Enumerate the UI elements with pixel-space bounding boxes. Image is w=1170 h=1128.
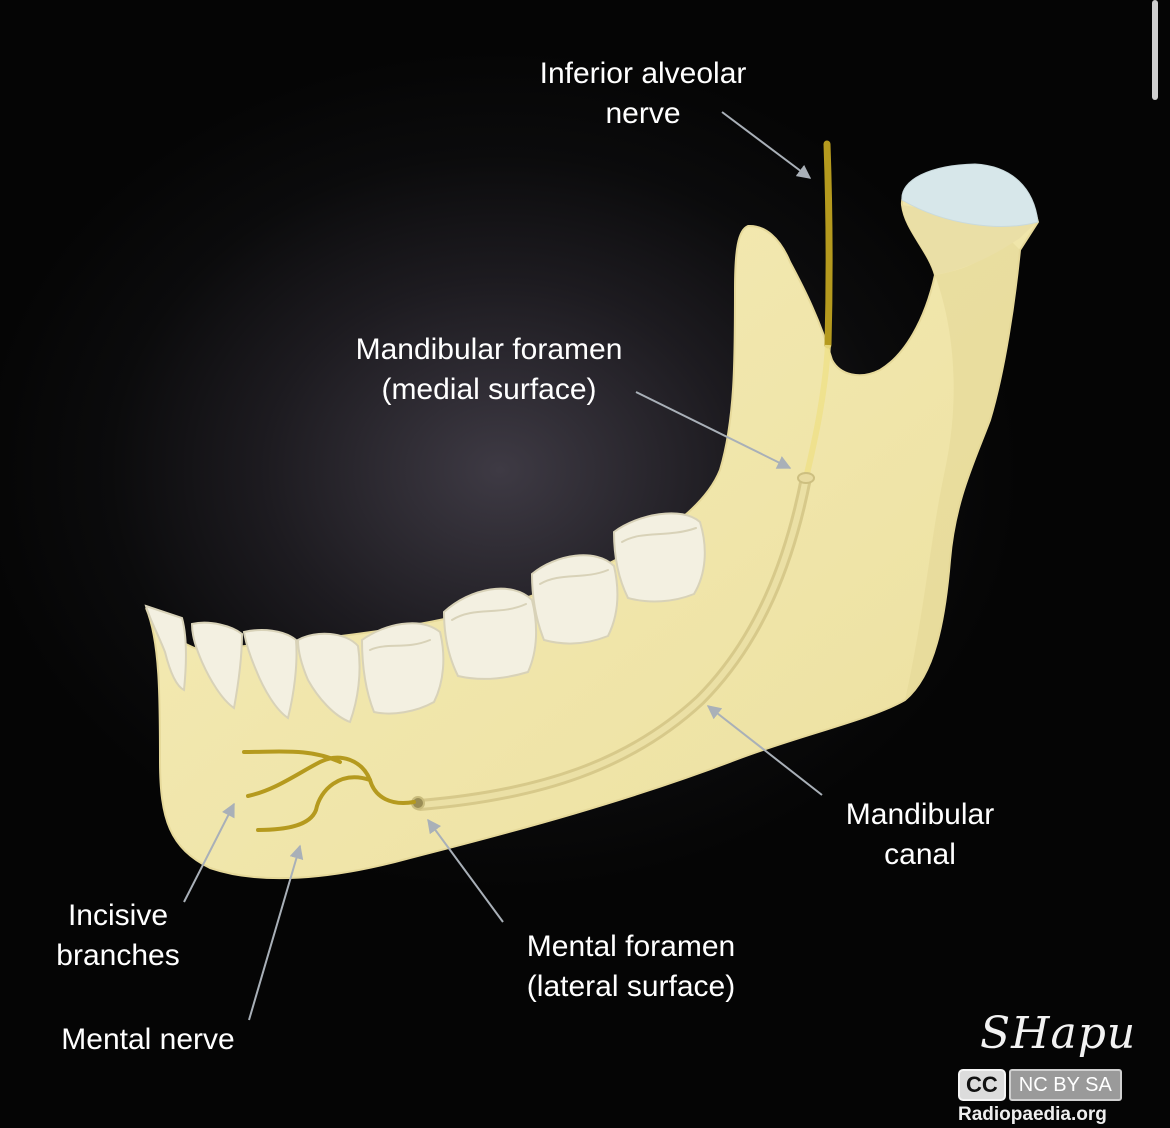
- mental-nerve-branches: [242, 749, 416, 832]
- pointer-incisive-branches: [183, 802, 235, 903]
- tooth-molar-1: [442, 587, 538, 680]
- tooth-canine: [242, 629, 298, 720]
- source-site-link[interactable]: Radiopaedia.org: [958, 1104, 1107, 1125]
- leader-lines: [183, 111, 823, 1021]
- tooth-incisor-1: [144, 604, 187, 692]
- pointer-mental-nerve: [248, 844, 304, 1021]
- label-mental-foramen: Mental foramen (lateral surface): [526, 930, 736, 1003]
- nerve-behind-bone: [803, 344, 831, 479]
- pointer-mandibular-canal: [706, 705, 823, 796]
- inferior-alveolar-nerve-path: [823, 140, 833, 349]
- label-inferior-alveolar-nerve: Inferior alveolar nerve: [539, 57, 747, 130]
- pointer-mandibular-foramen: [635, 391, 792, 469]
- label-mandibular-foramen: Mandibular foramen (medial surface): [355, 333, 623, 406]
- ramus-shading: [905, 235, 1020, 700]
- articular-cap: [901, 163, 1039, 227]
- tooth-molar-2: [530, 554, 619, 645]
- cc-icon: CC: [958, 1069, 1006, 1101]
- tooth-grooves: [369, 527, 697, 651]
- tooth-premolar-2: [360, 622, 445, 715]
- license-terms: NC BY SA: [1008, 1069, 1122, 1101]
- license-badge[interactable]: CC NC BY SA: [958, 1069, 1122, 1101]
- label-incisive-branches: Incisive branches: [56, 899, 180, 972]
- pointer-inferior-alveolar-nerve: [721, 111, 812, 179]
- mandibular-foramen-opening: [797, 472, 815, 484]
- scrollbar[interactable]: [1152, 0, 1158, 100]
- tooth-incisor-2: [190, 621, 244, 710]
- pointer-mental-foramen: [427, 818, 504, 923]
- mandibular-canal-inner: [417, 475, 809, 808]
- tooth-premolar-1: [296, 632, 361, 724]
- tooth-molar-3: [612, 512, 706, 603]
- label-mental-nerve: Mental nerve: [61, 1023, 235, 1056]
- author-signature: SHapu: [980, 1008, 1137, 1059]
- label-mandibular-canal: Mandibular canal: [845, 798, 995, 871]
